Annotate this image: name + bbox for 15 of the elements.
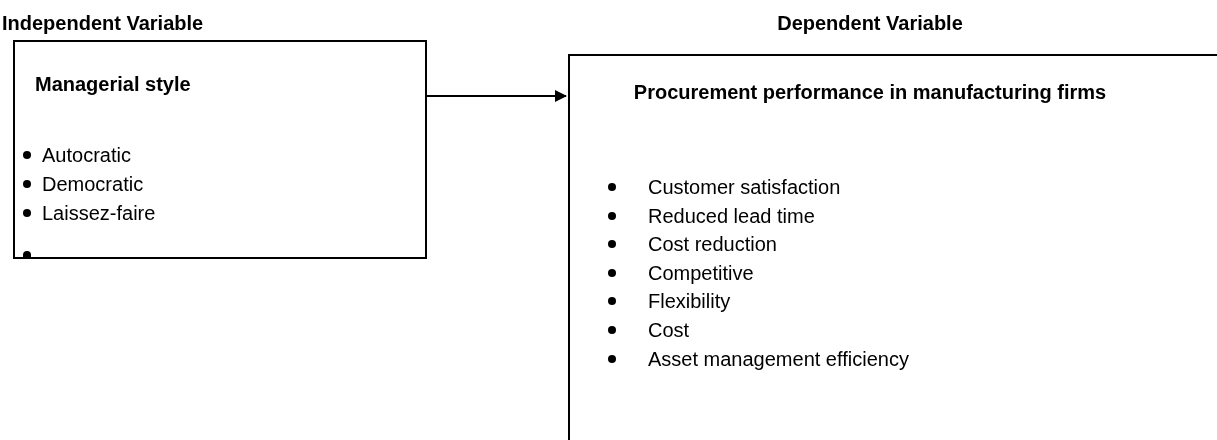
- list-item: Cost reduction: [648, 232, 777, 258]
- list-item: Democratic: [42, 172, 144, 197]
- list-item: Laissez-faire: [42, 201, 156, 226]
- arrow: [426, 90, 567, 102]
- box-title: Procurement performance in manufacturing firms: [632, 80, 1108, 105]
- list-item: Customer satisfaction: [648, 175, 841, 200]
- list-item: Flexibility: [648, 289, 731, 315]
- list-item: Reduced lead time: [648, 203, 815, 229]
- list-item: Asset management efficiency: [648, 346, 909, 372]
- column-heading: Independent Variable: [2, 11, 205, 36]
- column-heading: Dependent Variable: [776, 11, 964, 36]
- list-item: Cost: [648, 318, 690, 343]
- box-title: Managerial style: [35, 72, 191, 97]
- list-item: Autocratic: [42, 143, 131, 168]
- list-item: Competitive: [648, 260, 754, 286]
